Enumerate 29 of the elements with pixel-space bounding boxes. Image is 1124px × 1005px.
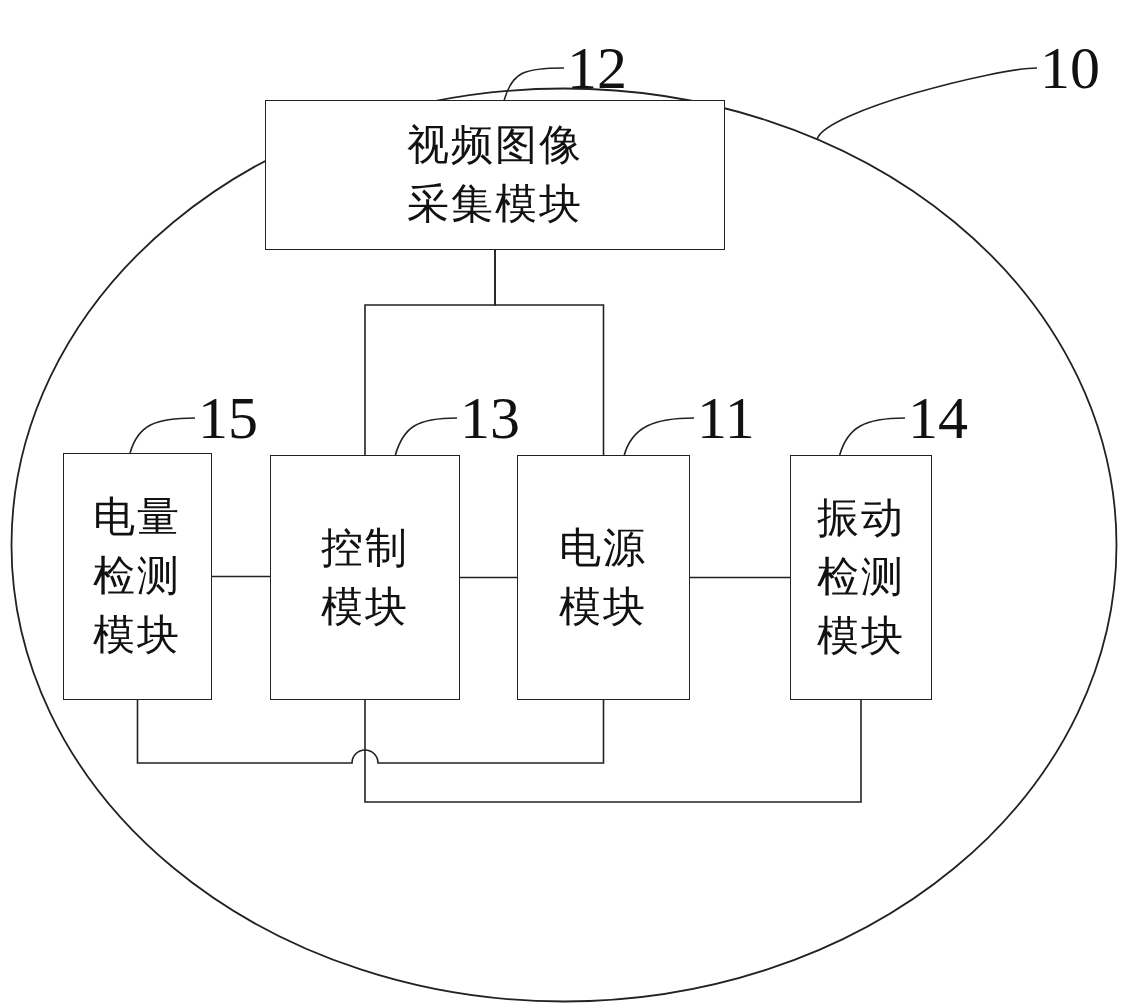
callout-number: 14 xyxy=(908,388,968,448)
callout-number: 13 xyxy=(460,388,520,448)
callout-number: 11 xyxy=(697,388,755,448)
connector-line xyxy=(494,249,605,456)
device-circle xyxy=(10,87,1118,1003)
module-box xyxy=(63,453,212,700)
callout-number: 12 xyxy=(567,38,627,98)
leader-line xyxy=(394,417,458,456)
connector-line xyxy=(459,576,518,579)
module-box xyxy=(270,455,460,700)
leader-line xyxy=(623,417,695,456)
module-box xyxy=(790,455,932,700)
leader-line xyxy=(503,67,565,101)
module-label: 电量检测模块 xyxy=(92,493,183,660)
module-box xyxy=(265,100,725,250)
callout-number: 10 xyxy=(1040,38,1100,98)
leader-line xyxy=(129,417,196,454)
connector-line xyxy=(689,576,791,579)
connector-line xyxy=(136,699,605,764)
module-label: 振动检测模块 xyxy=(815,494,907,661)
leader-line xyxy=(838,417,906,456)
connector-line xyxy=(211,575,271,578)
module-label: 控制模块 xyxy=(319,523,411,632)
leader-line xyxy=(816,67,1038,140)
module-label: 视频图像采集模块 xyxy=(405,121,585,229)
module-label: 电源模块 xyxy=(558,523,649,632)
callout-number: 15 xyxy=(198,388,258,448)
module-box xyxy=(517,455,690,700)
connector-line xyxy=(364,699,862,803)
